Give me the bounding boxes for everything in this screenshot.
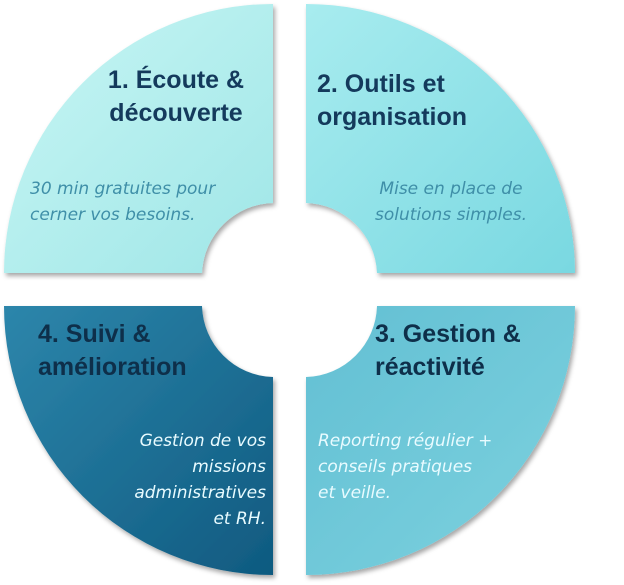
quadrant-2-description: Mise en place de solutions simples.: [375, 179, 527, 225]
quadrant-3-description: Reporting régulier + conseils pratiques …: [318, 431, 493, 503]
quadrant-1-title: 1. Écoute & découverte: [107, 66, 245, 127]
quadrant-1-segment: [4, 4, 273, 273]
quadrant-2-title: 2. Outils et organisation: [317, 70, 468, 131]
quadrant-4-title: 4. Suivi & amélioration: [38, 320, 187, 381]
quadrant-3-title: 3. Gestion & réactivité: [375, 320, 521, 381]
quadrant-4-description: Gestion de vos missions administratives …: [134, 431, 266, 529]
quadrant-4-segment: [4, 306, 273, 575]
quadrant-2-segment: [306, 4, 575, 273]
quadrant-1-description: 30 min gratuites pour cerner vos besoins…: [30, 179, 216, 225]
quadrant-3-segment: [306, 306, 575, 575]
